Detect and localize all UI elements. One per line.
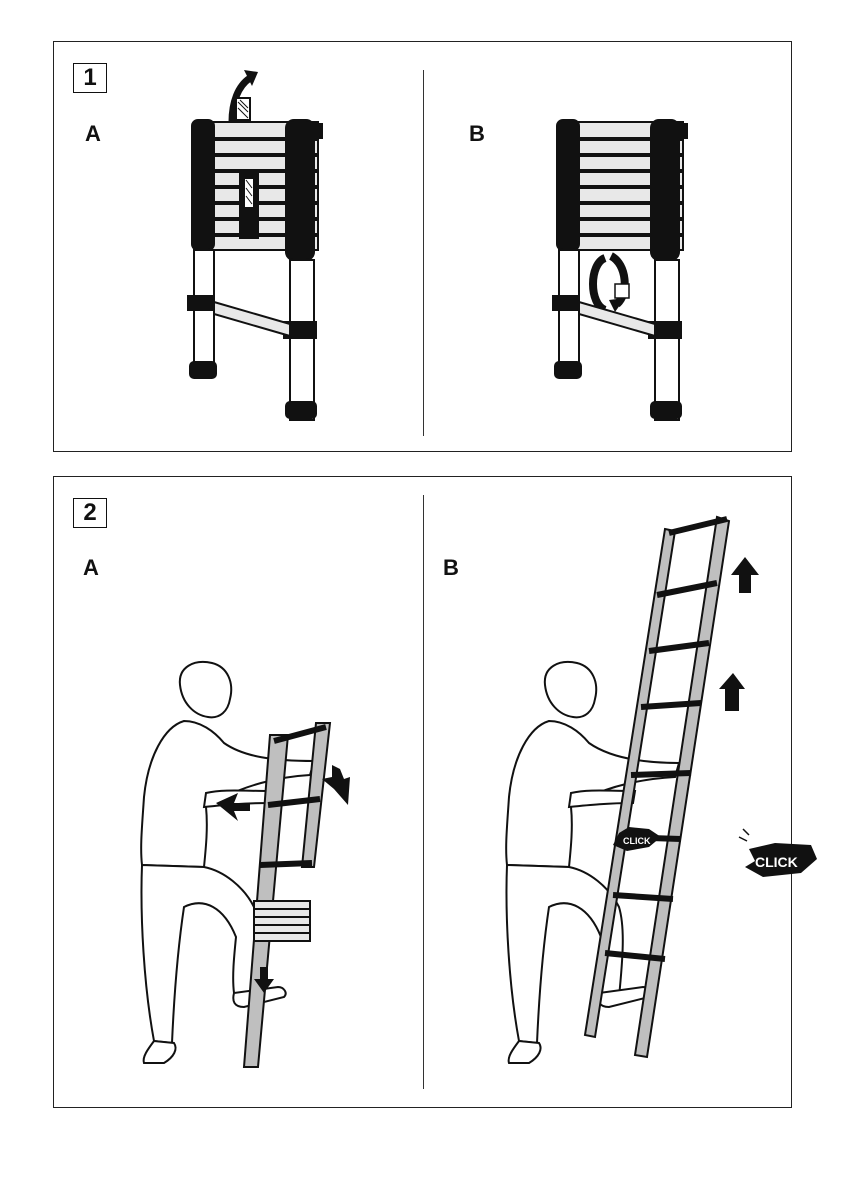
arrow-up-curved-icon [232, 70, 258, 122]
arrow-up-icon [719, 557, 759, 711]
collapsed-ladder-b-figure [539, 62, 699, 442]
rotate-lock-icon [593, 256, 629, 312]
step-1a-label: A [85, 123, 101, 145]
step-1-divider [423, 70, 424, 436]
step-2-number: 2 [73, 498, 107, 528]
step-2b-label: B [443, 557, 459, 579]
collapsed-rungs [192, 120, 322, 260]
step-2-panel: 2 A B [53, 476, 792, 1108]
lower-tubes [553, 250, 681, 420]
step-2a-label: A [83, 557, 99, 579]
lower-tubes [188, 250, 316, 420]
click-burst-icon: CLICK CLICK [613, 827, 817, 877]
step-1-number: 1 [73, 63, 107, 93]
step-2-divider [423, 495, 424, 1089]
click-label-small: CLICK [623, 836, 651, 846]
person-holding-ladder-a-figure [134, 657, 374, 1087]
person-extending-ladder-b-figure: CLICK CLICK [499, 497, 779, 1087]
step-1-panel: 1 A B [53, 41, 792, 452]
step-1b-label: B [469, 123, 485, 145]
click-label-large: CLICK [755, 854, 798, 870]
collapsed-ladder-a-figure [174, 62, 334, 442]
collapsed-rungs [557, 120, 687, 260]
